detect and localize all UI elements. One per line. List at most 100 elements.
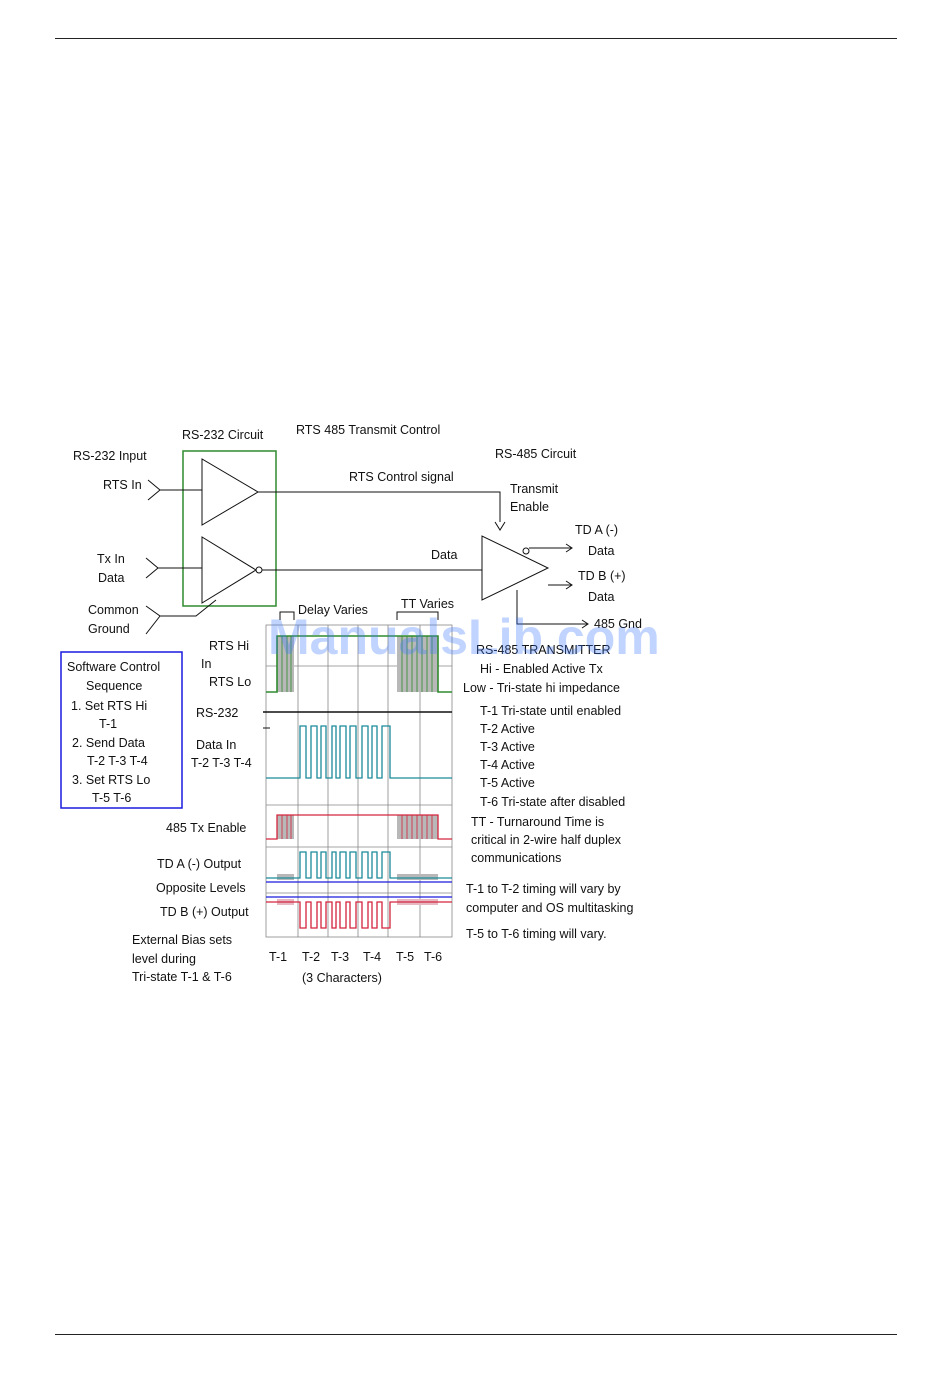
timing-labels: Delay Varies TT Varies RTS Hi In RTS Lo … [132,597,454,985]
td-b-output-label: TD B (+) Output [160,905,249,919]
timing-annotations [263,611,452,729]
bias-note-line3: Tri-state T-1 & T-6 [132,970,232,984]
tt-note-line1: TT - Turnaround Time is [471,815,604,829]
ground-label: Ground [88,622,130,636]
top-rule [55,38,897,39]
software-step2-sub: T-2 T-3 T-4 [87,754,148,768]
enable-delay-hatching [281,815,292,839]
bias-note-line2: level during [132,952,196,966]
data-in-label: Data In [196,738,236,752]
data-inverter-triangle [201,536,257,604]
rts-control-signal-label: RTS Control signal [349,470,454,484]
td-b-signal [266,896,452,929]
td-a-signal [266,851,452,883]
period-label: T-4 [363,950,381,964]
circuit-schematic [145,450,589,635]
td-a-data-label: Data [588,544,614,558]
delay-varies-bracket [279,611,295,620]
td-a-output-label: TD A (-) Output [157,857,242,871]
rs232-input-label: RS-232 Input [73,449,147,463]
period-label: T-3 [331,950,349,964]
period-label: T-6 [424,950,442,964]
software-step3: 3. Set RTS Lo [72,773,150,787]
t4-note: T-4 Active [480,758,535,772]
tx-enable-signal [266,814,452,840]
characters-label: (3 Characters) [302,971,382,985]
t3-note: T-3 Active [480,740,535,754]
software-step1-sub: T-1 [99,717,117,731]
software-title-line1: Software Control [67,660,160,674]
transmitter-note: RS-485 TRANSMITTER [476,643,611,657]
software-step2: 2. Send Data [72,736,145,750]
rs485-enable-bubble [522,547,530,555]
data-in-waveform [266,725,452,779]
td-a-waveform [266,851,452,879]
timing-note-line3: T-5 to T-6 timing will vary. [466,927,607,941]
enable-tt-shading [397,815,438,839]
circuit-labels: RTS 485 Transmit Control RS-232 Circuit … [73,423,642,636]
software-control-box: Software Control Sequence 1. Set RTS Hi … [60,651,183,809]
rs485-circuit-label: RS-485 Circuit [495,447,577,461]
td-a-tt-shading [397,874,438,880]
t2-note: T-2 Active [480,722,535,736]
period-label: T-2 [302,950,320,964]
rts-buffer-triangle [201,458,259,526]
period-label: T-5 [396,950,414,964]
bottom-rule [55,1334,897,1335]
transmit-enable-arrow [494,521,506,531]
rs485-driver-triangle [481,535,550,601]
bias-note-line1: External Bias sets [132,933,232,947]
rts-hi-label: RTS Hi [209,639,249,653]
enable-label: Enable [510,500,549,514]
rs232-circuit-label: RS-232 Circuit [182,428,264,442]
enable-delay-shading [277,815,294,839]
rts-in-label: RTS In [103,478,142,492]
rts-control-wire [258,491,501,522]
grid-row-dividers [266,665,452,894]
tt-note-line3: communications [471,851,561,865]
t1-note: T-1 Tri-state until enabled [480,704,621,718]
tx-in-arrow [145,557,202,579]
transmit-label: Transmit [510,482,559,496]
circuit-title: RTS 485 Transmit Control [296,423,440,437]
tt-varies-label: TT Varies [401,597,454,611]
t5-note: T-5 Active [480,776,535,790]
software-step1: 1. Set RTS Hi [71,699,147,713]
software-box-frame [60,651,183,809]
enable-tt-hatching [401,815,433,839]
rts-delay-hatching [281,636,292,692]
td-b-label: TD B (+) [578,569,626,583]
td-b-data-label: Data [588,590,614,604]
rts-tt-shading [397,636,438,692]
notes: RS-485 TRANSMITTER Hi - Enabled Active T… [463,643,633,941]
tt-varies-bracket [396,611,439,620]
hi-note: Hi - Enabled Active Tx [480,662,603,676]
td-a-label: TD A (-) [575,523,618,537]
manualslib-watermark: ManualsLib.com [268,609,660,665]
tx-enable-waveform [266,814,452,840]
td-a-delay-shading [277,874,294,880]
td-a-output-wire [529,543,573,553]
in-label: In [201,657,211,671]
gnd-output-wire [516,590,589,629]
tt-note-line2: critical in 2-wire half duplex [471,833,622,847]
t6-note: T-6 Tri-state after disabled [480,795,625,809]
data-label: Data [431,548,457,562]
rs232-circuit-box [182,450,277,607]
timing-note-line2: computer and OS multitasking [466,901,633,915]
common-label: Common [88,603,139,617]
rts-in-arrow [147,479,202,501]
data-in-periods-label: T-2 T-3 T-4 [191,756,252,770]
software-title-line2: Sequence [86,679,142,693]
timing-note-line1: T-1 to T-2 timing will vary by [466,882,621,896]
delay-varies-label: Delay Varies [298,603,368,617]
rts-tt-hatching [401,636,433,692]
period-label: T-1 [269,950,287,964]
rts-waveform [266,635,452,693]
tx-data-label: Data [98,571,124,585]
ground-arrow [145,599,217,635]
td-b-waveform [266,901,452,929]
tx-enable-label: 485 Tx Enable [166,821,246,835]
td-b-output-wire [548,580,573,590]
